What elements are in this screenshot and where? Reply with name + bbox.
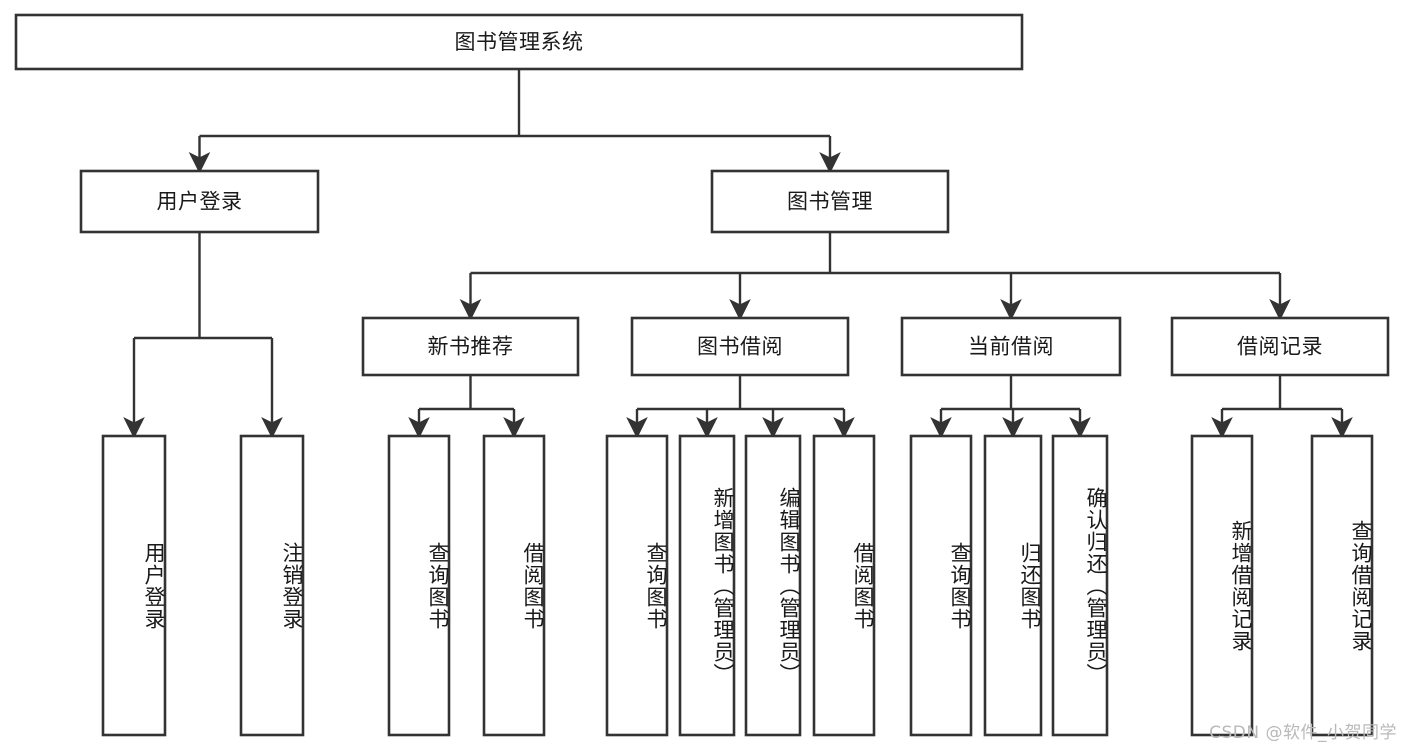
node-current-borrow-label: 当前借阅 [968,335,1054,359]
node-root[interactable] [14,13,1024,71]
node-leaf-query-borrow-record[interactable] [1310,434,1374,737]
node-book-borrow[interactable] [630,316,850,377]
node-leaf-add-book-admin[interactable] [678,434,736,737]
node-leaf-logout-login[interactable] [239,434,305,737]
node-root-label: 图书管理系统 [455,30,584,54]
node-borrow-record[interactable] [1170,316,1390,377]
node-book-manage-label: 图书管理 [787,190,873,214]
node-user-login[interactable] [79,169,320,234]
node-leaf-borrow-book-recommend[interactable] [482,434,546,737]
node-leaf-query-book-current[interactable] [909,434,973,737]
node-leaf-edit-book-admin[interactable] [744,434,802,737]
connector-lines [123,69,1353,439]
node-user-login-label: 用户登录 [157,190,243,214]
node-new-book-recommend-label: 新书推荐 [428,335,514,359]
node-leaf-query-book-recommend[interactable] [387,434,451,737]
node-leaf-borrow-book-borrow[interactable] [812,434,876,737]
node-leaf-confirm-return-admin[interactable] [1051,434,1109,737]
node-current-borrow[interactable] [900,316,1122,377]
csdn-watermark: CSDN @软件_小贺同学 [1209,723,1397,743]
node-new-book-recommend[interactable] [361,316,580,377]
node-borrow-record-label: 借阅记录 [1237,335,1323,359]
node-leaf-query-book-borrow[interactable] [605,434,669,737]
node-book-manage[interactable] [710,169,950,234]
node-leaf-add-borrow-record[interactable] [1190,434,1254,737]
node-leaf-user-login[interactable] [101,434,167,737]
node-leaf-return-book[interactable] [983,434,1043,737]
node-book-borrow-label: 图书借阅 [697,335,783,359]
